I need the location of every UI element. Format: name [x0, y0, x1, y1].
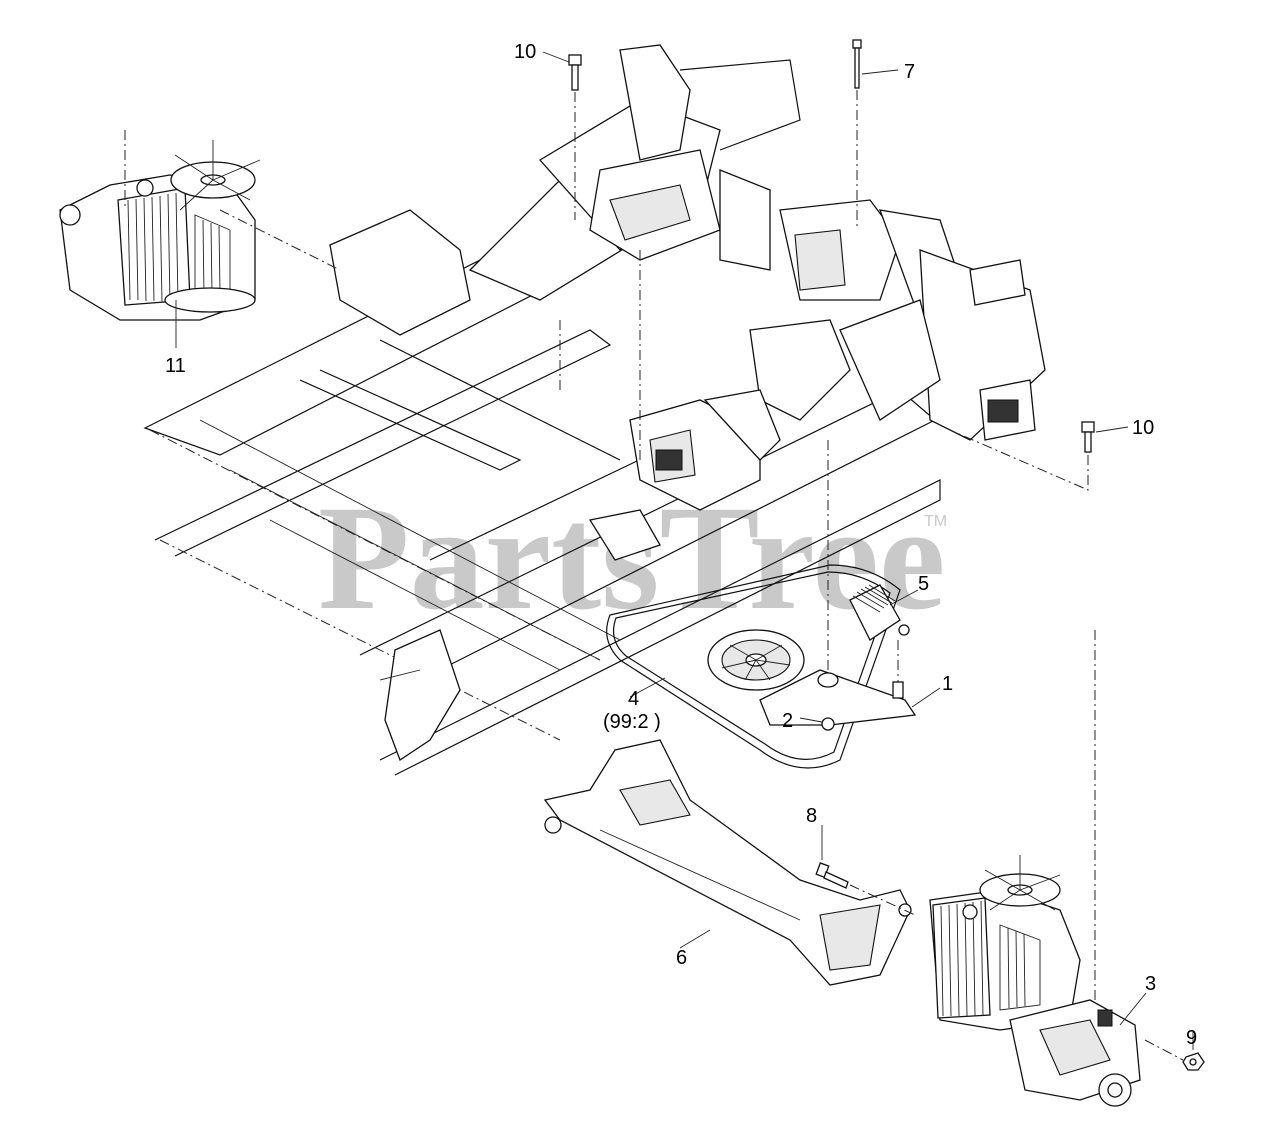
main-frame — [143, 44, 1046, 776]
idler-assembly — [707, 440, 941, 731]
idler-spring — [849, 584, 919, 641]
callout-1: 1 — [942, 673, 953, 695]
callout-6: 6 — [676, 947, 687, 969]
nut-9 — [1144, 1032, 1205, 1071]
bolt-10-upper — [542, 51, 582, 220]
callout-5: 5 — [918, 573, 929, 595]
callout-7: 7 — [904, 61, 915, 83]
callout-9: 9 — [1186, 1027, 1197, 1049]
callout-10-upper: 10 — [514, 41, 536, 63]
watermark-trademark: TM — [924, 513, 947, 530]
callout-3: 3 — [1145, 973, 1156, 995]
drive-belt — [606, 564, 901, 769]
hydro-unit-right — [929, 630, 1147, 1107]
callout-10-right: 10 — [1132, 417, 1154, 439]
transmission-support — [543, 739, 912, 986]
bolt-8 — [815, 825, 916, 916]
callout-11: 11 — [165, 355, 186, 377]
callout-4-ratio: (99:2 ) — [603, 711, 661, 733]
bolt-10-right — [949, 421, 1129, 491]
watermark-text: PartsTree — [318, 475, 945, 641]
hydro-unit-left — [59, 130, 341, 348]
callout-8: 8 — [806, 805, 817, 827]
bolt-7 — [852, 39, 899, 230]
callout-2: 2 — [782, 710, 793, 732]
callout-4: 4 — [628, 688, 639, 710]
